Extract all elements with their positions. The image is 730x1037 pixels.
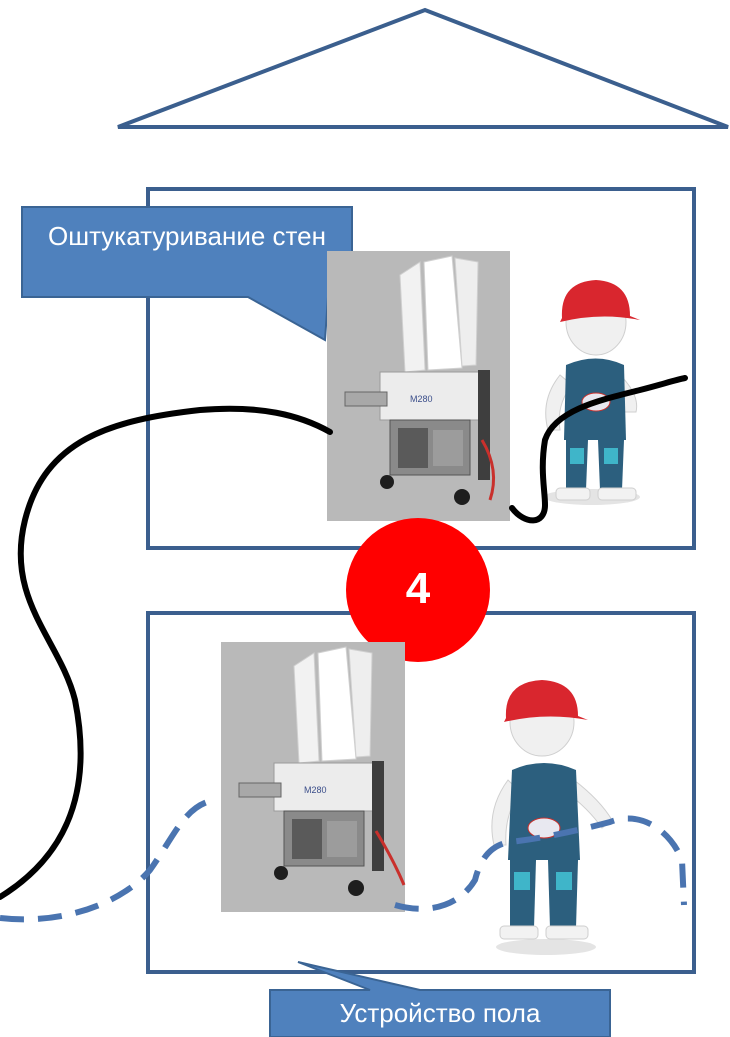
solid-hose-line (0, 375, 688, 900)
worker-figure-icon-lower (491, 680, 613, 955)
callout-top-label: Оштукатуривание стен (48, 221, 326, 251)
plaster-machine-icon-lower: M280 (221, 642, 406, 912)
plaster-machine-icon: M280 (327, 251, 510, 521)
step-number: 4 (405, 564, 431, 613)
callout-bottom-shape (269, 961, 611, 1037)
machine-model-label: M280 (410, 394, 433, 404)
callout-bottom-label: Устройство пола (339, 998, 541, 1028)
worker-figure-icon (544, 280, 640, 505)
house-roof-icon (117, 7, 729, 129)
dashed-hose-line (0, 797, 687, 923)
step-badge (346, 518, 490, 662)
callout-top-shape (21, 206, 353, 342)
machine-model-label-lower: M280 (304, 785, 327, 795)
